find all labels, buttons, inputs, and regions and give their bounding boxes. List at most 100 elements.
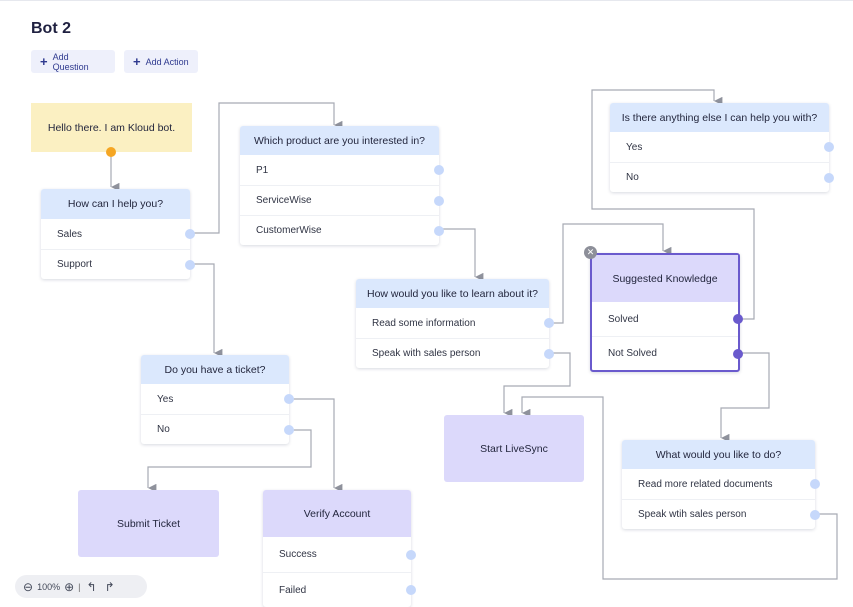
add-action-label: Add Action: [145, 56, 189, 67]
option-label: Yes: [157, 393, 174, 405]
option-sales[interactable]: Sales: [41, 219, 195, 249]
output-port[interactable]: [544, 348, 554, 359]
option-yes[interactable]: Yes: [610, 132, 834, 162]
option-label: Speak with sales person: [372, 348, 481, 359]
option-p1[interactable]: P1: [240, 155, 444, 185]
zoom-level: 100%: [37, 581, 61, 592]
connector-speak2-livesync: [521, 396, 838, 580]
option-label: Read more related documents: [638, 478, 773, 490]
connector-notsolved-todo: [720, 352, 770, 443]
add-question-label: Add Question: [52, 51, 89, 72]
connector-customerwise-learn: [439, 228, 484, 282]
output-port[interactable]: [434, 165, 444, 175]
option-customerwise[interactable]: CustomerWise: [240, 215, 444, 245]
option-speak-sales[interactable]: Speak wtih sales person: [622, 499, 820, 529]
question-title: Do you have a ticket?: [141, 355, 289, 384]
question-title: Suggested Knowledge: [592, 255, 738, 302]
zoom-controls: ⊖ 100% ⊕ | ↰ ↱: [15, 575, 147, 598]
greeting-node[interactable]: Hello there. I am Kloud bot.: [31, 103, 192, 157]
option-label: No: [626, 172, 639, 183]
option-label: Success: [279, 549, 317, 560]
output-port[interactable]: [824, 142, 834, 152]
output-port[interactable]: [434, 225, 444, 236]
output-port[interactable]: [185, 229, 195, 239]
connector-read-suggested: [549, 223, 672, 324]
zoom-in-icon[interactable]: ⊕: [64, 579, 75, 594]
divider: |: [78, 581, 81, 592]
question-title: What would you like to do?: [622, 440, 815, 469]
option-label: Failed: [279, 584, 307, 596]
output-port[interactable]: [733, 314, 743, 324]
output-port[interactable]: [810, 509, 820, 520]
action-start-livesync[interactable]: Start LiveSync: [444, 415, 584, 482]
option-label: Not Solved: [608, 348, 657, 359]
question-node-product[interactable]: Which product are you interested in? P1 …: [240, 126, 444, 245]
output-port[interactable]: [810, 479, 820, 489]
action-submit-ticket[interactable]: Submit Ticket: [78, 490, 219, 557]
output-port[interactable]: [284, 394, 294, 404]
output-port[interactable]: [284, 424, 294, 435]
greeting-output-port[interactable]: [106, 147, 116, 157]
option-label: Yes: [626, 141, 643, 153]
action-label: Start LiveSync: [480, 442, 548, 455]
option-not-solved[interactable]: Not Solved: [592, 336, 743, 370]
zoom-out-icon[interactable]: ⊖: [23, 579, 34, 594]
option-success[interactable]: Success: [263, 537, 416, 572]
output-port[interactable]: [434, 195, 444, 206]
connector-no-submit: [147, 429, 312, 493]
option-no[interactable]: No: [141, 414, 294, 444]
connector-yes-verify: [289, 398, 343, 493]
connector-sales-product: [190, 102, 343, 234]
page-title: Bot 2: [31, 20, 71, 37]
connector-support-ticket: [190, 263, 223, 358]
question-node-help[interactable]: How can I help you? Sales Support: [41, 189, 195, 279]
question-title: Is there anything else I can help you wi…: [610, 103, 829, 132]
option-yes[interactable]: Yes: [141, 384, 294, 414]
question-node-ticket[interactable]: Do you have a ticket? Yes No: [141, 355, 294, 444]
output-port[interactable]: [544, 318, 554, 328]
output-port[interactable]: [185, 259, 195, 270]
output-port[interactable]: [406, 549, 416, 560]
option-label: Support: [57, 259, 93, 270]
option-failed[interactable]: Failed: [263, 572, 416, 607]
output-port[interactable]: [824, 172, 834, 183]
option-solved[interactable]: Solved: [592, 302, 743, 336]
option-servicewise[interactable]: ServiceWise: [240, 185, 444, 215]
option-speak-sales[interactable]: Speak with sales person: [356, 338, 554, 368]
add-question-button[interactable]: + Add Question: [31, 50, 115, 73]
greeting-text: Hello there. I am Kloud bot.: [47, 121, 176, 134]
question-title: Verify Account: [263, 490, 411, 537]
option-label: Speak wtih sales person: [638, 509, 747, 520]
connector-solved-anything: [591, 89, 755, 320]
question-title: How would you like to learn about it?: [356, 279, 549, 308]
option-label: Solved: [608, 313, 639, 325]
action-label: Submit Ticket: [116, 517, 181, 530]
option-label: ServiceWise: [256, 195, 312, 206]
option-no[interactable]: No: [610, 162, 834, 192]
suggested-knowledge-node[interactable]: ✕ Suggested Knowledge Solved Not Solved: [584, 246, 743, 372]
question-title: How can I help you?: [41, 189, 190, 219]
top-border: [0, 0, 853, 1]
plus-icon: +: [133, 54, 141, 69]
option-label: P1: [256, 164, 269, 176]
question-node-learn[interactable]: How would you like to learn about it? Re…: [356, 279, 554, 368]
redo-icon[interactable]: ↱: [104, 579, 115, 594]
option-read-information[interactable]: Read some information: [356, 308, 554, 338]
question-node-what-to-do[interactable]: What would you like to do? Read more rel…: [622, 440, 820, 529]
add-action-button[interactable]: + Add Action: [124, 50, 198, 73]
question-title: Which product are you interested in?: [240, 126, 439, 155]
option-support[interactable]: Support: [41, 249, 195, 279]
question-node-anything-else[interactable]: Is there anything else I can help you wi…: [610, 103, 834, 192]
connector-speak-livesync: [503, 352, 571, 418]
option-label: Read some information: [372, 317, 476, 329]
undo-icon[interactable]: ↰: [86, 579, 97, 594]
close-icon[interactable]: ✕: [584, 246, 597, 259]
option-read-documents[interactable]: Read more related documents: [622, 469, 820, 499]
output-port[interactable]: [733, 348, 743, 359]
output-port[interactable]: [406, 585, 416, 595]
option-label: Sales: [57, 228, 83, 240]
verify-account-node[interactable]: Verify Account Success Failed: [263, 490, 416, 607]
option-label: CustomerWise: [256, 225, 322, 236]
option-label: No: [157, 424, 170, 435]
